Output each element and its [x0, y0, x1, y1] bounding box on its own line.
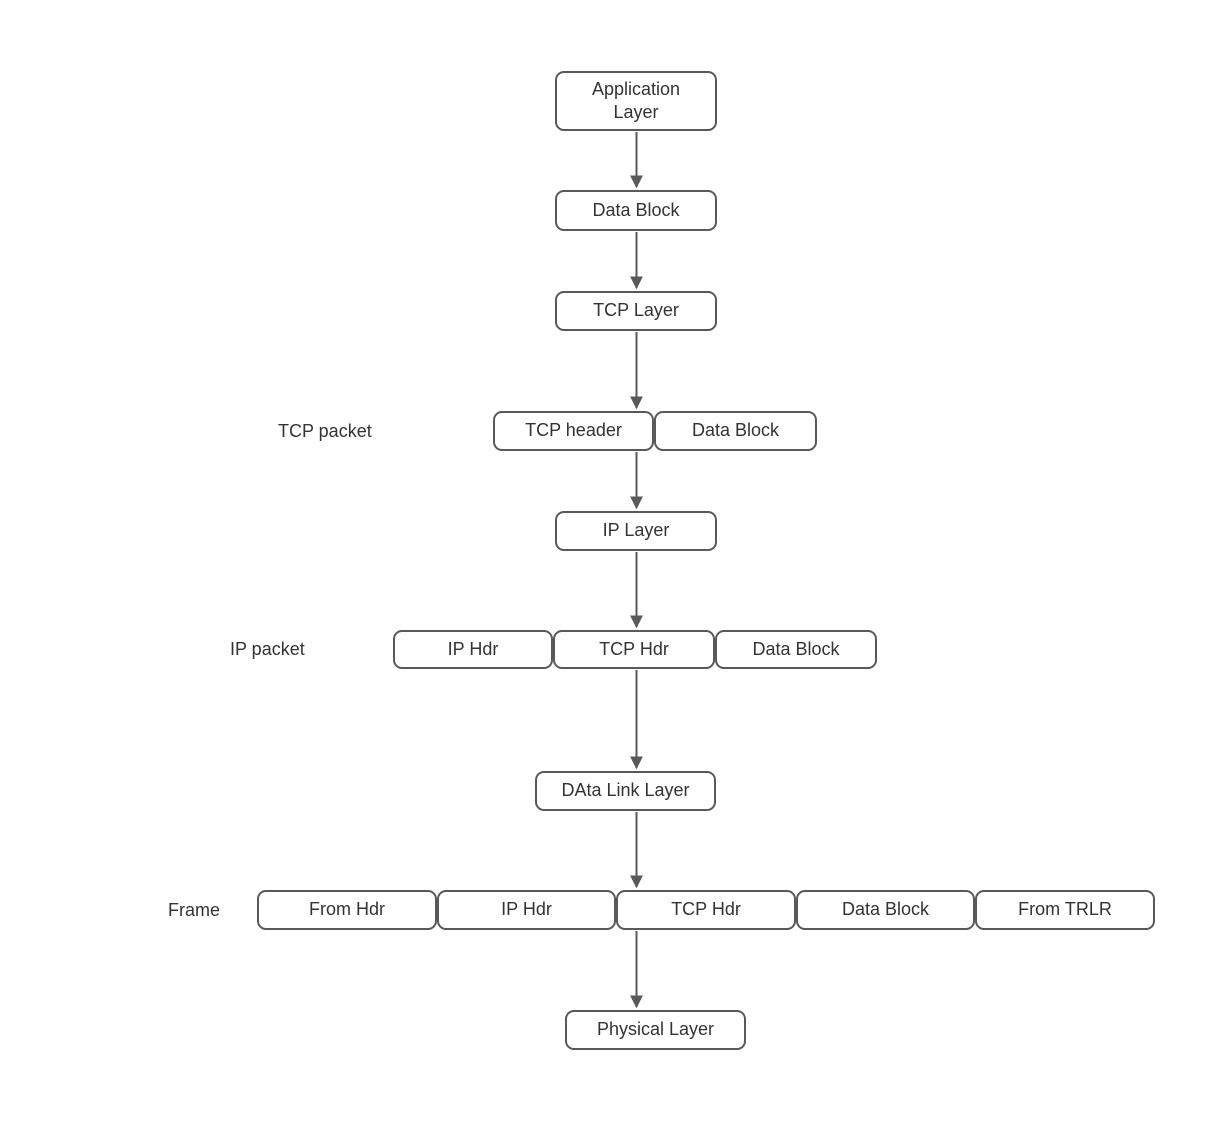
- node-application-layer: Application Layer: [555, 71, 717, 131]
- node-ip-packet-tcp-hdr: TCP Hdr: [553, 630, 715, 669]
- label-ip-packet: IP packet: [230, 639, 305, 659]
- node-data-block: Data Block: [555, 190, 717, 231]
- node-frame-tcp-hdr: TCP Hdr: [616, 890, 796, 930]
- label-frame: Frame: [168, 899, 221, 920]
- node-data-link-layer: DAta Link Layer: [535, 771, 716, 811]
- node-from-hdr: From Hdr: [257, 890, 437, 930]
- node-ip-packet-data-block: Data Block: [715, 630, 877, 669]
- node-ip-layer: IP Layer: [555, 511, 717, 551]
- node-frame-ip-hdr: IP Hdr: [437, 890, 616, 930]
- node-tcp-packet-data-block: Data Block: [654, 411, 817, 451]
- node-ip-hdr: IP Hdr: [393, 630, 553, 669]
- node-tcp-layer: TCP Layer: [555, 291, 717, 331]
- node-physical-layer: Physical Layer: [565, 1010, 746, 1050]
- label-tcp-packet: TCP packet: [278, 420, 372, 441]
- node-tcp-header: TCP header: [493, 411, 654, 451]
- node-frame-data-block: Data Block: [796, 890, 975, 930]
- node-from-trlr: From TRLR: [975, 890, 1155, 930]
